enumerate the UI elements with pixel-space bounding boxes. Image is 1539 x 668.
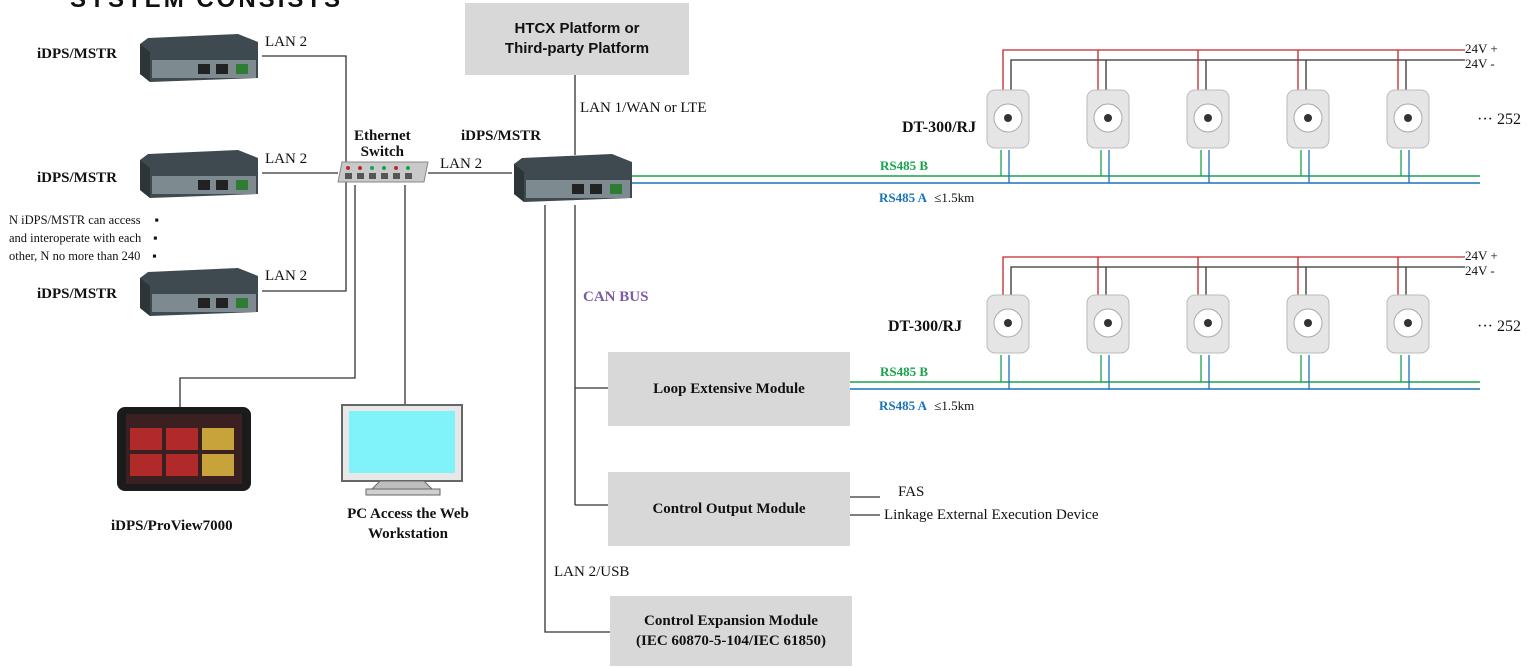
linkage-label: Linkage External Execution Device xyxy=(884,507,1099,523)
v-plus-top: 24V + xyxy=(1465,41,1498,56)
v-minus-bottom: 24V - xyxy=(1465,263,1495,278)
note-line-3: other, N no more than 240▪ xyxy=(9,249,157,263)
diagram-title: SYSTEM CONSISTS xyxy=(70,0,343,14)
distance-bottom: ≤1.5km xyxy=(934,398,975,413)
detector-icon xyxy=(986,294,1030,354)
rs485b-label-bottom: RS485 B xyxy=(880,364,929,379)
detector-icon xyxy=(1386,294,1430,354)
mstr-device-icon xyxy=(140,150,258,198)
detector-icon xyxy=(1186,89,1230,149)
proview-tablet-icon xyxy=(117,407,251,491)
lan2-label-2: LAN 2 xyxy=(265,151,308,167)
detector-icon xyxy=(1286,294,1330,354)
note-line-2: and interoperate with each▪ xyxy=(9,231,158,245)
rs485a-line-top: RS485 A ≤1.5km xyxy=(879,190,974,206)
pc-label-line2: Workstation xyxy=(367,526,448,542)
switch-label-line2: Switch xyxy=(360,144,404,160)
lan2-usb-label: LAN 2/USB xyxy=(554,564,630,580)
control-output-module: Control Output Module xyxy=(608,472,850,546)
lan2-label-main: LAN 2 xyxy=(440,156,483,172)
platform-box: HTCX Platform or Third-party Platform xyxy=(465,3,689,75)
switch-label-line1: Ethernet xyxy=(354,128,411,144)
pc-monitor-icon xyxy=(341,404,463,496)
detector-icon xyxy=(1186,294,1230,354)
mstr-device-icon xyxy=(140,34,258,82)
detector-icon xyxy=(1086,89,1130,149)
detector-label-top: DT-300/RJ xyxy=(902,119,977,136)
detector-icon xyxy=(1086,294,1130,354)
v-minus-top: 24V - xyxy=(1465,56,1495,71)
loop-extensive-module: Loop Extensive Module xyxy=(608,352,850,426)
count-bottom: ··· 252 xyxy=(1477,318,1521,335)
rs485a-label-bottom: RS485 A xyxy=(879,398,928,413)
proview-label: iDPS/ProView7000 xyxy=(111,518,233,534)
mstr-label-2: iDPS/MSTR xyxy=(37,170,118,186)
rs485b-label-top: RS485 B xyxy=(880,158,929,173)
pc-label: PC Access the Web Workstation xyxy=(326,504,490,544)
fas-label: FAS xyxy=(898,484,925,500)
pc-label-line1: PC Access the Web xyxy=(347,506,469,522)
control-expansion-line2: (IEC 60870-5-104/IEC 61850) xyxy=(636,633,826,649)
switch-label: Ethernet Switch xyxy=(354,128,411,160)
rs485a-label-top: RS485 A xyxy=(879,190,928,205)
ethernet-switch-icon xyxy=(337,161,429,183)
detector-label-bottom: DT-300/RJ xyxy=(888,318,963,335)
control-expansion-line1: Control Expansion Module xyxy=(644,613,818,629)
detector-icon xyxy=(986,89,1030,149)
lan2-label-3: LAN 2 xyxy=(265,268,308,284)
main-mstr-label: iDPS/MSTR xyxy=(461,128,542,144)
count-top: ··· 252 xyxy=(1477,111,1521,128)
note-line-1: N iDPS/MSTR can access▪ xyxy=(9,213,160,227)
v-plus-bottom: 24V + xyxy=(1465,248,1498,263)
lan1-wan-lte-label: LAN 1/WAN or LTE xyxy=(580,100,707,116)
control-expansion-module: Control Expansion Module (IEC 60870-5-104… xyxy=(610,596,852,666)
rs485a-line-bottom: RS485 A ≤1.5km xyxy=(879,398,974,414)
mstr-note: N iDPS/MSTR can access▪ and interoperate… xyxy=(9,211,159,265)
detector-icon xyxy=(1386,89,1430,149)
platform-line1: HTCX Platform or xyxy=(514,20,640,37)
mstr-device-icon xyxy=(140,268,258,316)
mstr-label-3: iDPS/MSTR xyxy=(37,286,118,302)
mstr-label-1: iDPS/MSTR xyxy=(37,46,118,62)
detector-icon xyxy=(1286,89,1330,149)
distance-top: ≤1.5km xyxy=(934,190,975,205)
lan2-label-1: LAN 2 xyxy=(265,34,308,50)
platform-line2: Third-party Platform xyxy=(504,40,650,57)
main-mstr-device-icon xyxy=(514,154,632,202)
can-bus-label: CAN BUS xyxy=(583,289,649,305)
